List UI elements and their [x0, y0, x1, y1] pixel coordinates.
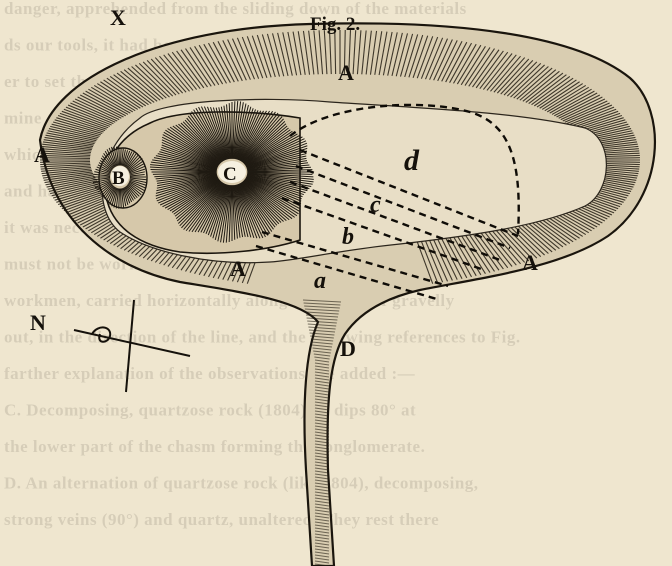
background-text-line: D. An alternation of quartzose rock (lik… [4, 474, 479, 493]
background-text-line: C. Decomposing, quartzose rock (1804). I… [4, 401, 416, 420]
label-a-top: A [338, 60, 354, 85]
label-a-left: A [34, 142, 50, 167]
background-text-line: out, in the direction of the line, and t… [4, 328, 521, 347]
compass-north-label: N [30, 310, 46, 335]
label-a-bottom: A [230, 256, 246, 281]
corner-label-x: X [110, 5, 126, 30]
label-d-lower: d [404, 144, 420, 177]
background-text-line: the lower part of the chasm forming the … [4, 437, 425, 456]
figure-title: Fig. 2. [310, 14, 360, 35]
label-b-lower: b [342, 224, 354, 250]
background-text-line: farther explanation of the observations … [4, 364, 416, 383]
label-d: D [340, 336, 356, 361]
label-b: B [112, 168, 125, 189]
background-text-line: danger, apprehended from the sliding dow… [4, 0, 467, 18]
background-text-line: strong veins (90°) and quartz, unaltered… [4, 510, 439, 529]
label-a-lower: a [314, 268, 326, 294]
label-a-right: A [522, 250, 538, 275]
label-c-lower: c [370, 192, 381, 218]
label-c: C [223, 164, 237, 185]
